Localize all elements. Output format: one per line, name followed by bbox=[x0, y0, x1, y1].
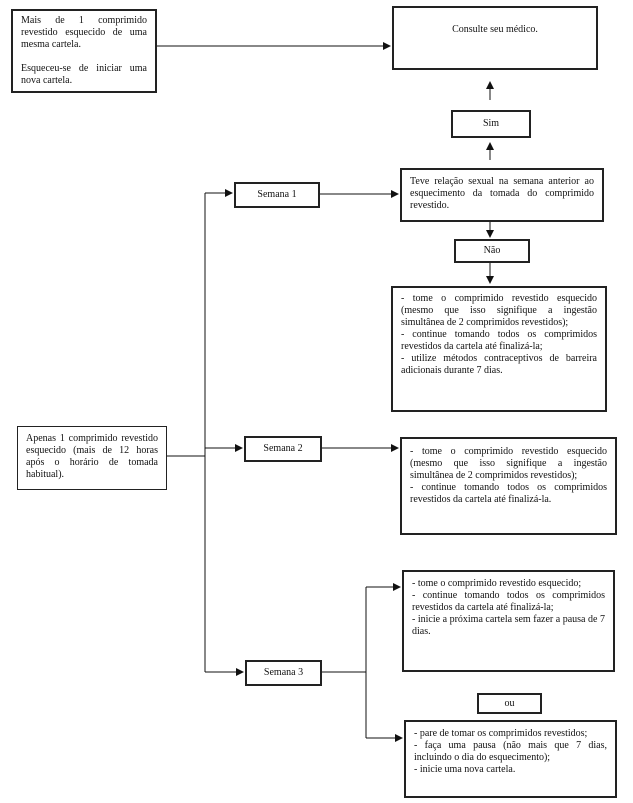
no-box: Não bbox=[454, 239, 530, 263]
week1-label: Semana 1 bbox=[257, 189, 297, 200]
consult-doctor-label: Consulte seu médico. bbox=[452, 24, 538, 35]
yes-label: Sim bbox=[482, 118, 500, 129]
or-label: ou bbox=[504, 697, 515, 709]
week3-label: Semana 3 bbox=[263, 667, 304, 678]
multiple-missed-box: Mais de 1 comprimido revestido esquecido… bbox=[11, 9, 157, 93]
yes-box: Sim bbox=[451, 110, 531, 138]
or-box: ou bbox=[477, 693, 542, 714]
week2-box: Semana 2 bbox=[244, 436, 322, 462]
one-missed-box: Apenas 1 comprimido revestido esquecido … bbox=[17, 426, 167, 490]
relation-question-box: Teve relação sexual na semana anterior a… bbox=[400, 168, 604, 222]
week3-option2-box: - pare de tomar os comprimidos revestido… bbox=[404, 720, 617, 798]
week2-label: Semana 2 bbox=[263, 443, 303, 454]
week3-option1-box: - tome o comprimido revestido esquecido;… bbox=[402, 570, 615, 672]
week1-actions-box: - tome o comprimido revestido esquecido … bbox=[391, 286, 607, 412]
consult-doctor-box: Consulte seu médico. bbox=[392, 6, 598, 70]
week3-box: Semana 3 bbox=[245, 660, 322, 686]
relation-question-text: Teve relação sexual na semana anterior a… bbox=[410, 176, 594, 211]
week2-actions-box: - tome o comprimido revestido esquecido … bbox=[400, 437, 617, 535]
one-missed-text: Apenas 1 comprimido revestido esquecido … bbox=[26, 433, 158, 480]
no-label: Não bbox=[483, 245, 501, 256]
week1-box: Semana 1 bbox=[234, 182, 320, 208]
